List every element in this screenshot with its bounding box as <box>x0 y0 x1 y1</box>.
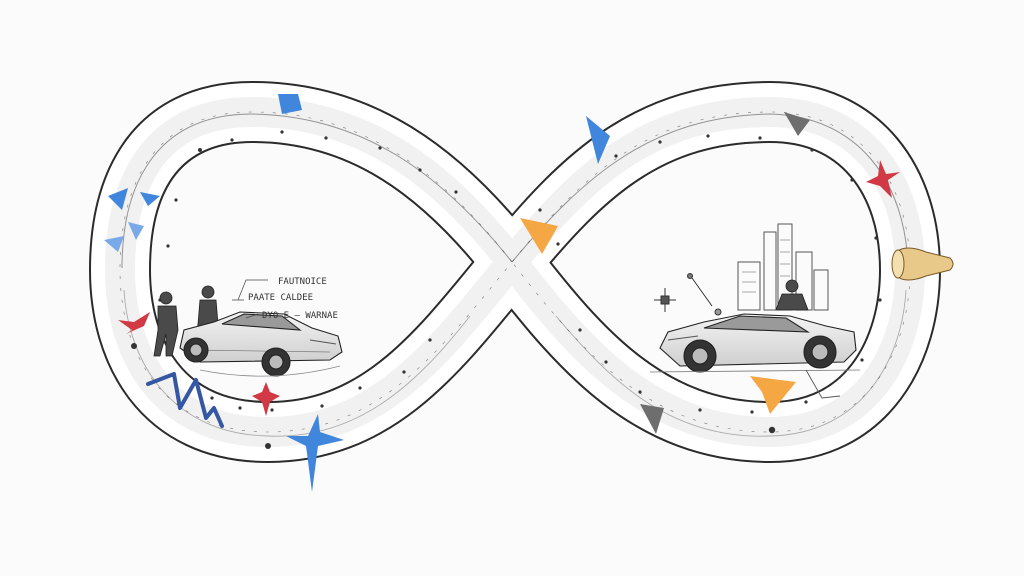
zigzag-accent-icon <box>146 372 224 428</box>
triangle-accent-icon <box>104 94 810 434</box>
annotation-line-2: PAATE CALDEE <box>248 293 313 303</box>
right-sports-car-icon <box>649 313 861 399</box>
mechanic-figure-icon <box>775 279 809 311</box>
infinity-track <box>120 112 910 436</box>
annotation-line-1: FAUTNOICE <box>278 277 327 287</box>
left-sports-car-icon <box>179 311 343 377</box>
exit-knob-icon <box>891 247 954 281</box>
track-markers <box>131 130 882 449</box>
star-accent-icon <box>118 160 900 492</box>
city-skyline-icon <box>737 223 829 311</box>
sketch-annotations: FAUTNOICE PAATE CALDEE DYO E — WARNAE <box>232 277 338 321</box>
annotation-line-3: DYO E — WARNAE <box>262 311 338 321</box>
drone-icon <box>654 273 722 316</box>
